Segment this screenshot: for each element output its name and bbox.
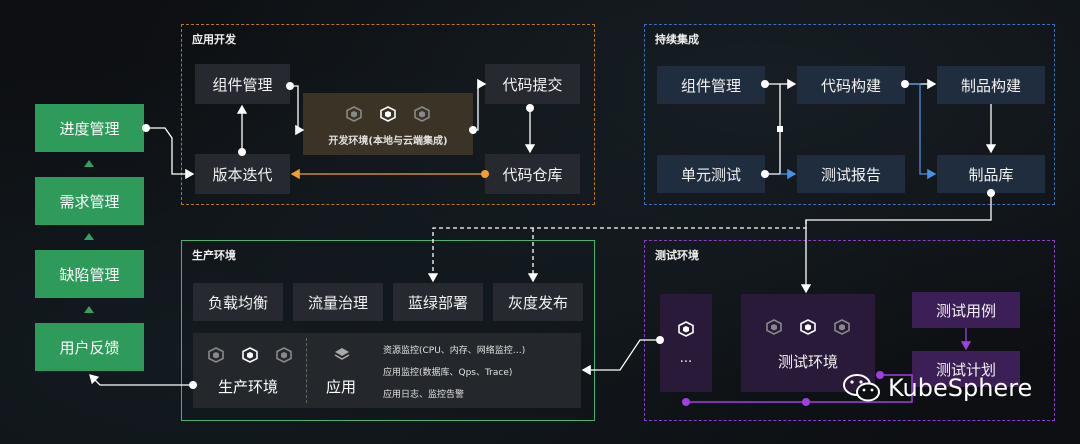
requirement-mgmt-label: 需求管理	[59, 192, 120, 211]
defect-mgmt-label: 缺陷管理	[59, 265, 120, 284]
dev-component-mgmt-label: 组件管理	[212, 75, 273, 94]
monitor-line-resource: 资源监控(CPU、内存、网络监控…)	[383, 346, 526, 356]
monitor-line-app: 应用监控(数据库、Qps、Trace)	[383, 368, 513, 378]
connector-node	[876, 371, 884, 379]
code-repo-label: 代码仓库	[502, 165, 563, 184]
monitor-line-logs: 应用日志、监控告警	[383, 390, 465, 400]
prod-env-label: 生产环境	[218, 378, 279, 396]
connector-node	[189, 381, 197, 389]
test-env-label: 测试环境	[777, 353, 838, 371]
version-iteration-box[interactable]: 版本迭代	[195, 154, 290, 194]
layers-icon	[334, 348, 350, 360]
test-report-box[interactable]: 测试报告	[797, 155, 905, 193]
artifact-repo-box[interactable]: 制品库	[937, 155, 1045, 193]
watermark: KubeSphere	[842, 372, 1032, 404]
arrow-up-icon	[84, 233, 94, 240]
connector-node	[682, 398, 690, 406]
test-panel: 测试环境	[644, 240, 1055, 421]
prod-env-container	[193, 333, 581, 408]
code-commit-label: 代码提交	[502, 75, 563, 94]
ci-panel-title: 持续集成	[655, 33, 699, 46]
app-label: 应用	[326, 378, 357, 396]
ci-component-mgmt-label: 组件管理	[680, 76, 741, 95]
version-iteration-label: 版本迭代	[212, 165, 273, 184]
dev-component-mgmt-box[interactable]: 组件管理	[195, 64, 290, 104]
cube-icon	[834, 319, 850, 335]
cube-icon	[346, 106, 362, 122]
unit-test-box[interactable]: 单元测试	[657, 155, 765, 193]
cube-icon	[208, 347, 224, 363]
dev-panel: 应用开发	[181, 24, 595, 205]
cube-icon	[678, 320, 694, 337]
connector-node	[469, 126, 477, 134]
brand-label: KubeSphere	[888, 374, 1033, 402]
ci-component-mgmt-box[interactable]: 组件管理	[657, 66, 765, 104]
connector-node	[238, 148, 246, 156]
cube-icon	[766, 319, 782, 335]
code-commit-box[interactable]: 代码提交	[485, 64, 580, 104]
prod-divider	[306, 338, 308, 403]
artifact-build-label: 制品构建	[960, 76, 1021, 95]
user-feedback-box[interactable]: 用户反馈	[35, 323, 144, 371]
test-panel-title: 测试环境	[655, 249, 699, 262]
canary-release-box[interactable]: 灰度发布	[493, 283, 583, 321]
cube-icon	[276, 347, 292, 363]
connector-node	[761, 170, 769, 178]
test-plan-label: 测试计划	[935, 360, 996, 379]
prod-panel-title: 生产环境	[192, 249, 236, 262]
traffic-governance-label: 流量治理	[307, 293, 368, 312]
dev-env-label: 开发环境(本地与云端集成)	[328, 136, 448, 147]
artifact-build-box[interactable]: 制品构建	[937, 66, 1045, 104]
ellipsis-label: ...	[679, 350, 693, 366]
connector-node	[142, 124, 150, 132]
user-feedback-label: 用户反馈	[59, 338, 120, 357]
connector-node	[526, 104, 534, 112]
progress-mgmt-label: 进度管理	[59, 119, 120, 138]
arrow-up-icon	[84, 306, 94, 313]
wechat-icon	[843, 374, 880, 402]
code-repo-box[interactable]: 代码仓库	[485, 154, 580, 194]
blue-green-box[interactable]: 蓝绿部署	[393, 283, 483, 321]
test-env-box[interactable]: 测试环境	[741, 294, 875, 392]
dev-panel-title: 应用开发	[192, 33, 236, 46]
requirement-mgmt-box[interactable]: 需求管理	[35, 177, 144, 225]
cube-icon	[380, 106, 396, 122]
test-env-ellipsis-box[interactable]: ...	[660, 294, 712, 392]
connector-node	[901, 80, 909, 88]
connector-node	[481, 170, 489, 178]
connector-node	[987, 189, 995, 197]
traffic-governance-box[interactable]: 流量治理	[293, 283, 383, 321]
code-build-box[interactable]: 代码构建	[797, 66, 905, 104]
code-build-label: 代码构建	[820, 76, 881, 95]
connector-node	[656, 336, 664, 344]
connector-node	[286, 82, 294, 90]
prod-panel: 生产环境	[181, 240, 595, 421]
cube-icon	[242, 347, 258, 363]
defect-mgmt-box[interactable]: 缺陷管理	[35, 250, 144, 298]
dev-env-box[interactable]: 开发环境(本地与云端集成)	[303, 93, 473, 155]
artifact-repo-label: 制品库	[968, 165, 1014, 184]
test-report-label: 测试报告	[820, 165, 881, 184]
arrow-up-icon	[84, 160, 94, 167]
test-case-box[interactable]: 测试用例	[912, 292, 1020, 328]
blue-green-label: 蓝绿部署	[407, 293, 468, 312]
test-case-label: 测试用例	[935, 301, 996, 320]
canary-release-label: 灰度发布	[507, 293, 568, 312]
load-balance-box[interactable]: 负载均衡	[193, 283, 283, 321]
connector-node	[761, 80, 769, 88]
progress-mgmt-box[interactable]: 进度管理	[35, 104, 144, 152]
cube-icon	[800, 319, 816, 335]
cube-icon	[414, 106, 430, 122]
load-balance-label: 负载均衡	[207, 293, 268, 312]
connector-node	[802, 398, 810, 406]
ci-panel: 持续集成	[644, 24, 1055, 205]
unit-test-label: 单元测试	[680, 165, 741, 184]
test-plan-box[interactable]: 测试计划	[912, 351, 1020, 387]
